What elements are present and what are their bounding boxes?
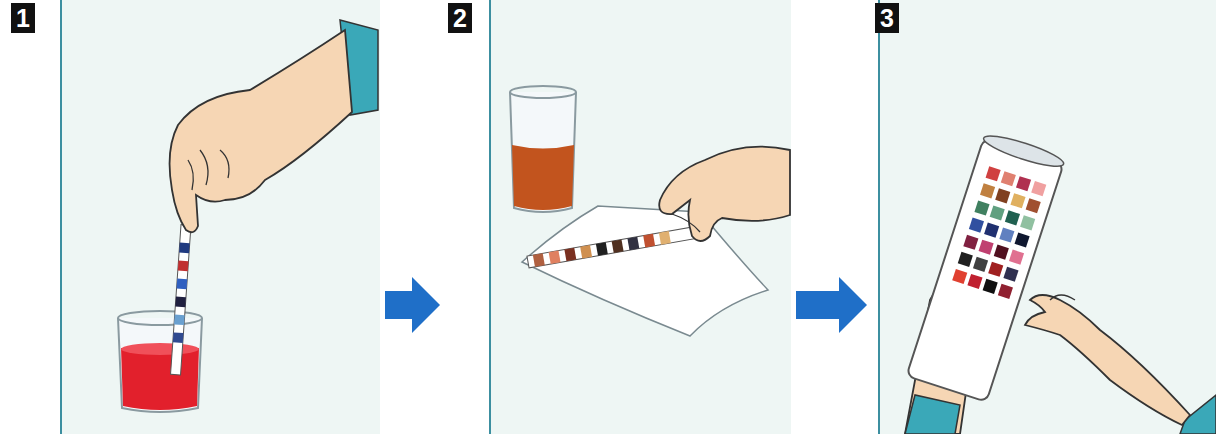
beaker-red — [118, 311, 202, 412]
beaker-orange — [512, 145, 574, 210]
color-chart-bottle — [952, 166, 1046, 299]
paper-towel — [522, 206, 768, 336]
color-chart-bottle — [1026, 198, 1041, 213]
beaker-red — [118, 318, 202, 412]
color-chart-bottle — [1001, 171, 1016, 186]
color-chart-bottle — [906, 131, 1066, 402]
color-chart-bottle — [981, 131, 1066, 172]
step-number: 3 — [875, 3, 899, 33]
color-chart-bottle — [967, 274, 982, 289]
color-chart-bottle — [995, 188, 1010, 203]
step-arrow — [796, 277, 867, 333]
test-strip — [533, 253, 545, 267]
test-strip — [178, 261, 189, 272]
test-strip — [527, 227, 697, 268]
beaker-red — [121, 343, 199, 355]
color-chart-bottle — [984, 223, 999, 238]
color-chart-bottle — [1016, 176, 1031, 191]
step-arrow — [385, 277, 440, 333]
hand — [659, 147, 790, 241]
hand — [659, 147, 790, 241]
color-chart-bottle — [1031, 181, 1046, 196]
beaker-orange — [510, 92, 576, 212]
test-strip — [175, 296, 186, 307]
hand — [1025, 295, 1190, 425]
test-strip — [643, 234, 655, 248]
test-strip — [179, 243, 190, 254]
test-strip — [173, 332, 184, 343]
color-chart-bottle — [986, 166, 1001, 181]
test-strip — [659, 231, 671, 245]
panel-background — [489, 0, 791, 434]
beaker-orange — [510, 86, 576, 212]
color-chart-bottle — [963, 235, 978, 250]
color-chart-bottle — [999, 227, 1014, 242]
color-chart-bottle — [994, 245, 1009, 260]
color-chart-bottle — [974, 200, 989, 215]
test-strip — [171, 225, 191, 375]
test-strip — [174, 314, 185, 325]
beaker-red — [118, 311, 202, 325]
test-strip — [612, 239, 624, 253]
panel-background — [878, 0, 1216, 434]
color-chart-bottle — [952, 269, 967, 284]
test-strip — [580, 245, 592, 259]
color-chart-bottle — [906, 138, 1063, 402]
color-chart-bottle — [990, 205, 1005, 220]
color-chart-bottle — [1020, 215, 1035, 230]
panel-background — [60, 0, 380, 434]
beaker-orange — [510, 86, 576, 98]
hand — [905, 287, 975, 434]
test-strip — [564, 248, 576, 262]
color-chart-bottle — [969, 218, 984, 233]
step-number: 2 — [448, 3, 472, 33]
color-chart-bottle — [973, 257, 988, 272]
color-chart-bottle — [1015, 232, 1030, 247]
step-panel: 1 — [8, 0, 380, 434]
color-chart-bottle — [1010, 193, 1025, 208]
step-number: 1 — [11, 3, 35, 33]
hand — [672, 214, 700, 232]
hand — [1050, 295, 1075, 300]
step-panel: 3 — [872, 0, 1216, 434]
hand — [170, 30, 352, 232]
hand — [170, 20, 378, 232]
test-strip — [177, 279, 188, 290]
beaker-red — [121, 348, 199, 410]
hand — [1025, 295, 1216, 434]
test-strip — [627, 237, 639, 251]
color-chart-bottle — [958, 252, 973, 267]
color-chart-bottle — [983, 279, 998, 294]
test-strip — [171, 225, 191, 375]
hand — [1180, 395, 1216, 434]
test-strip — [549, 251, 561, 265]
hand — [905, 287, 975, 434]
paper-towel — [522, 206, 768, 336]
color-chart-bottle — [980, 183, 995, 198]
color-chart-bottle — [1005, 210, 1020, 225]
color-chart-bottle — [988, 262, 1003, 277]
color-chart-bottle — [998, 284, 1013, 299]
color-chart-bottle — [1003, 267, 1018, 282]
test-strip — [527, 227, 697, 268]
hand — [188, 150, 229, 190]
hand — [340, 20, 378, 115]
test-strip — [596, 242, 608, 256]
hand — [905, 395, 960, 434]
step-panel: 2 — [445, 0, 791, 434]
color-chart-bottle — [979, 240, 994, 255]
color-chart-bottle — [1009, 250, 1024, 265]
